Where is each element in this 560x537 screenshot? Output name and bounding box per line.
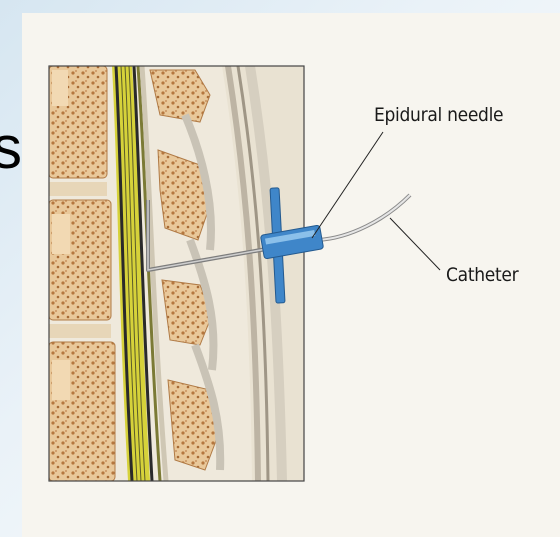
epidural-needle-label: Epidural needle: [374, 104, 503, 126]
catheter-tube: [318, 195, 410, 240]
spine-cross-section: [49, 66, 304, 481]
catheter-label: Catheter: [446, 264, 518, 286]
catheter-leader-line: [390, 218, 440, 270]
vertebral-bodies: [49, 66, 115, 481]
